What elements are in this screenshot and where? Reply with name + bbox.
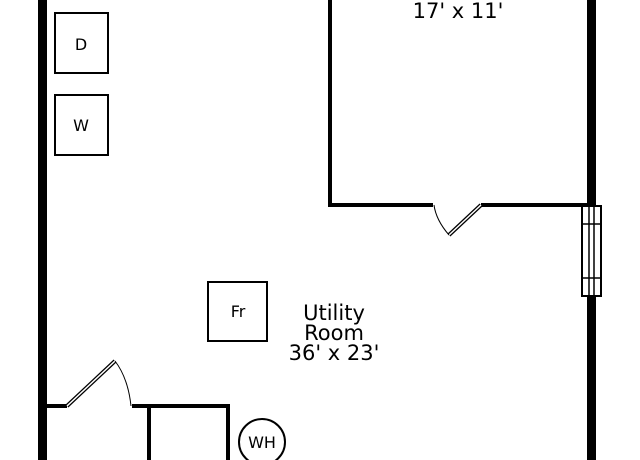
top-room-bottom-wall-right xyxy=(481,203,587,207)
top-room-dimensions: 17' x 11' xyxy=(413,0,504,23)
dryer: D xyxy=(54,12,109,74)
top-room-left-wall xyxy=(328,0,332,206)
lower-partition-wall-right xyxy=(132,404,230,408)
utility-door xyxy=(65,359,132,408)
dryer-label: D xyxy=(75,35,87,54)
lower-partition-wall-left xyxy=(47,404,67,408)
right-exterior-wall-upper xyxy=(587,0,596,206)
top-room-door xyxy=(433,203,483,237)
utility-room-name-line2: Room xyxy=(304,321,364,345)
left-exterior-wall xyxy=(38,0,47,460)
closet-left-wall xyxy=(147,404,151,460)
water-heater-label: WH xyxy=(248,433,276,452)
closet-right-wall xyxy=(226,404,230,460)
washer: W xyxy=(54,94,109,156)
utility-room-name-line1: Utility xyxy=(303,301,365,325)
top-room-bottom-wall-left xyxy=(328,203,433,207)
window xyxy=(581,205,602,297)
freezer-label: Fr xyxy=(231,302,246,321)
freezer: Fr xyxy=(207,281,268,342)
washer-label: W xyxy=(73,116,89,135)
water-heater: WH xyxy=(238,418,286,460)
right-exterior-wall-lower xyxy=(587,296,596,460)
utility-room-dimensions: 36' x 23' xyxy=(289,341,380,365)
